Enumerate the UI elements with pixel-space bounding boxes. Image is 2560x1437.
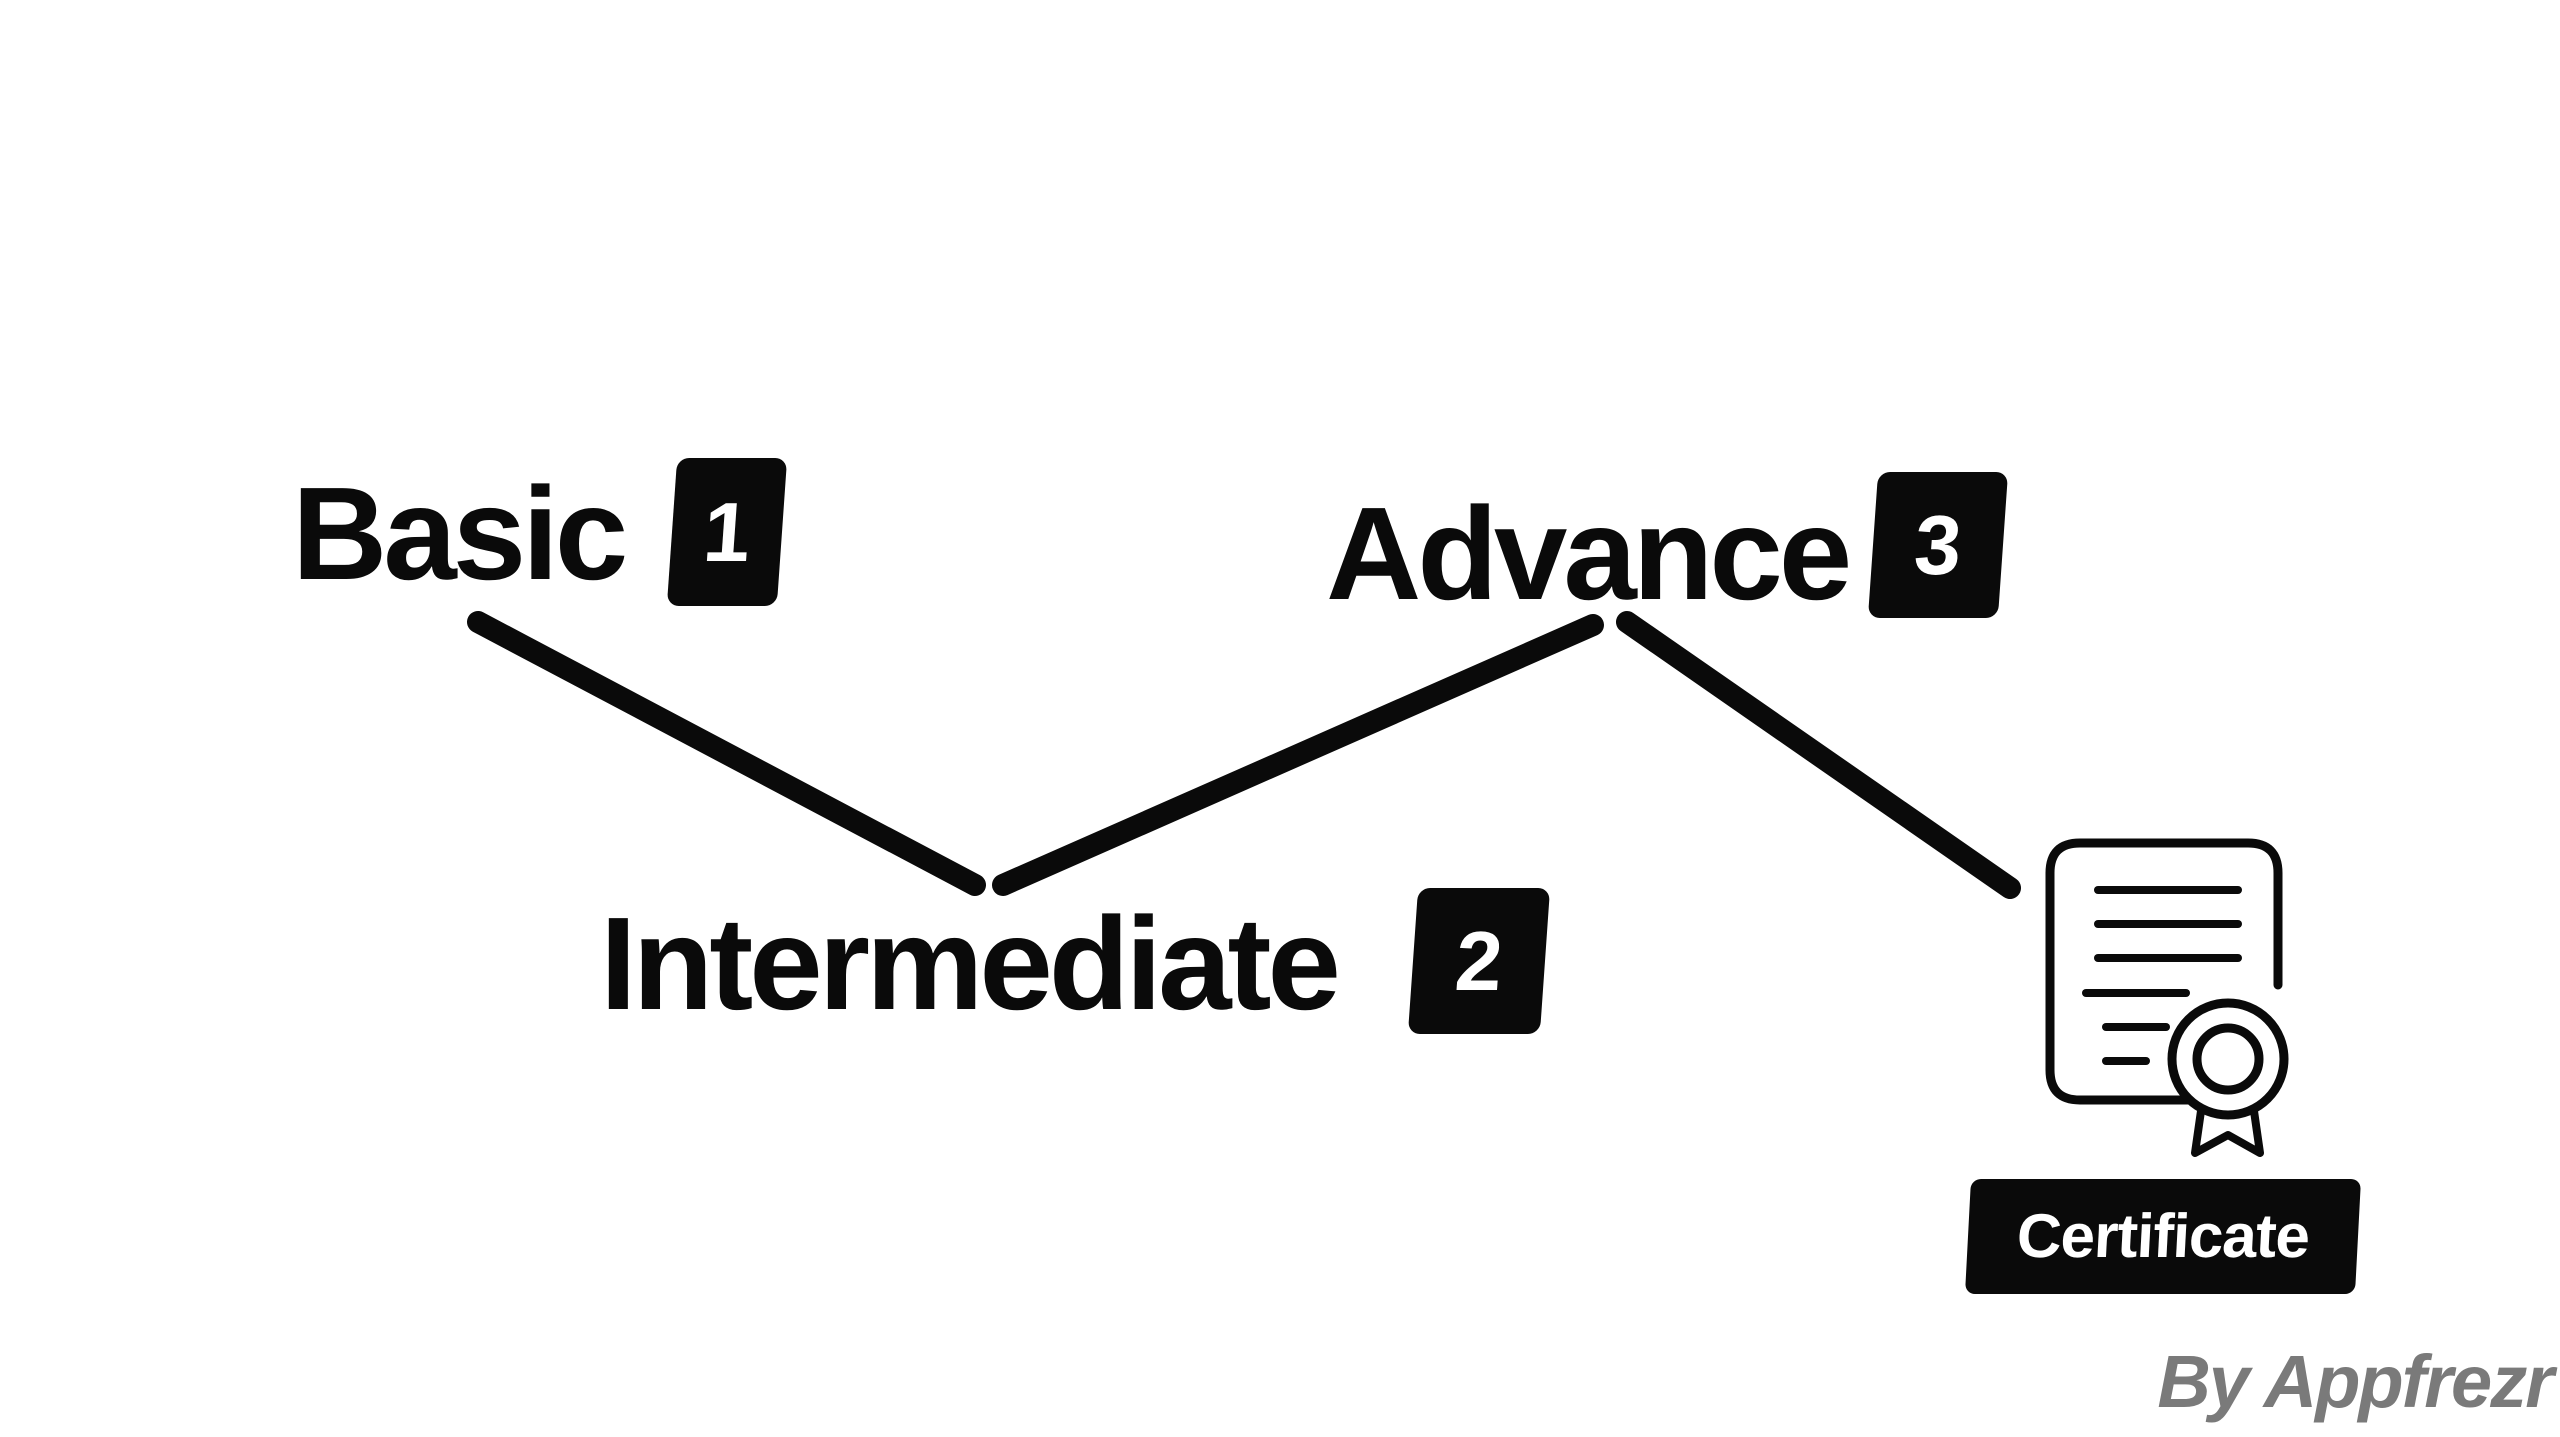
connector-advance-certificate (1616, 611, 2021, 899)
connector-intermediate-advance (992, 614, 1604, 896)
stage-label-intermediate: Intermediate (600, 890, 1341, 1037)
certificate-icon (2045, 838, 2289, 1157)
step-badge-2: 2 (1407, 888, 1551, 1034)
step-badge-1: 1 (666, 458, 788, 606)
watermark-text: By Appfrezr (2157, 1340, 2554, 1423)
certificate-label: Certificate (1964, 1179, 2362, 1294)
stage-label-basic: Basic (292, 460, 628, 607)
stage-label-advance: Advance (1326, 480, 1852, 627)
connector-basic-intermediate (467, 611, 986, 896)
step-badge-3: 3 (1867, 472, 2009, 618)
